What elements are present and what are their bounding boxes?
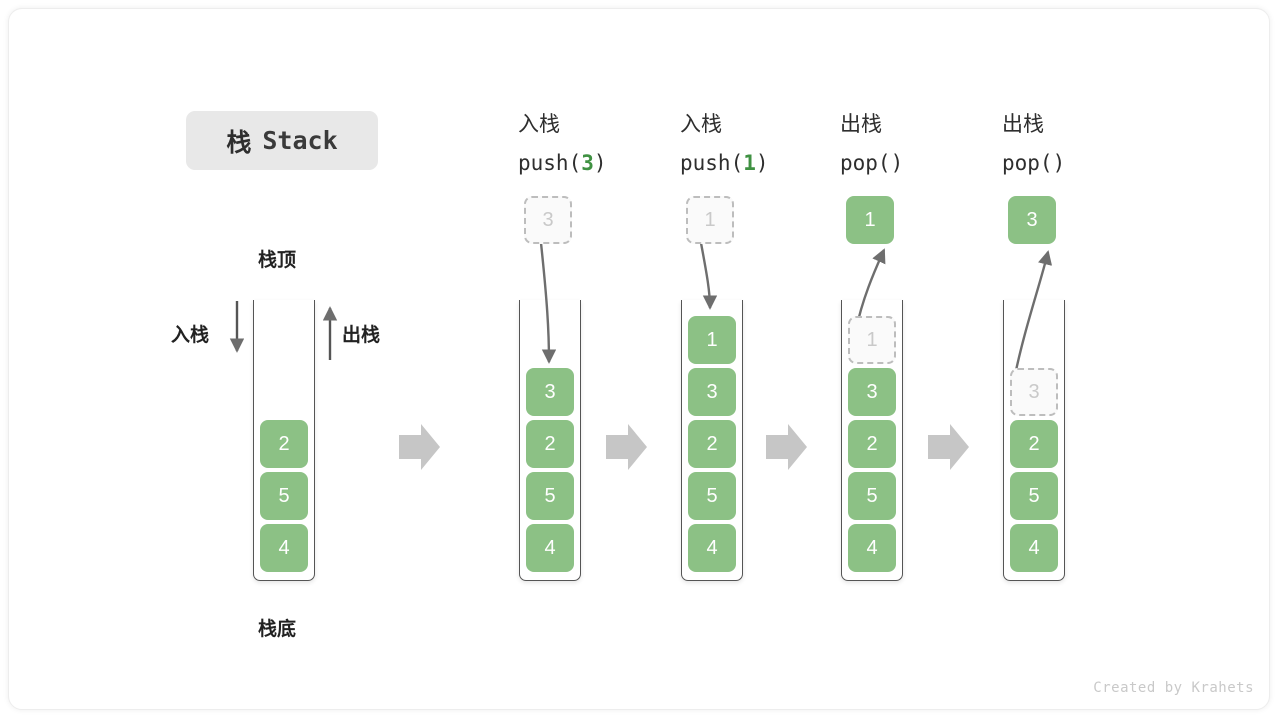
stack-title-cjk: 栈	[226, 128, 253, 157]
stack-container-push-1	[681, 300, 743, 581]
code-suffix: )	[1052, 151, 1066, 175]
code-suffix: )	[593, 151, 607, 175]
code-suffix: )	[890, 151, 904, 175]
column-header-push-1: 入栈 push(1)	[680, 106, 769, 182]
code-prefix: pop(	[840, 151, 891, 175]
stack-cell: 4	[1010, 524, 1058, 572]
incoming-element-ghost: 1	[686, 196, 734, 244]
code-prefix: push(	[680, 151, 744, 175]
column-header-push-3: 入栈 push(3)	[518, 106, 607, 182]
column-operation-code: push(1)	[680, 144, 769, 182]
stack-title-chip: 栈 Stack	[186, 111, 378, 170]
stack-cell: 5	[526, 472, 574, 520]
stack-cell: 2	[1010, 420, 1058, 468]
column-operation-code: pop()	[840, 144, 903, 182]
stack-cell: 4	[848, 524, 896, 572]
code-suffix: )	[755, 151, 769, 175]
column-operation-cjk: 入栈	[680, 113, 722, 136]
stack-cell: 4	[688, 524, 736, 572]
code-prefix: pop(	[1002, 151, 1053, 175]
stack-bottom-label: 栈底	[258, 619, 297, 640]
stack-cell: 3	[526, 368, 574, 416]
column-operation-cjk: 出栈	[840, 113, 882, 136]
incoming-element-ghost: 3	[524, 196, 572, 244]
stack-container-pop-1	[841, 300, 903, 581]
stack-title-latin: Stack	[262, 126, 338, 155]
popped-element: 3	[1008, 196, 1056, 244]
code-argument: 3	[581, 151, 594, 175]
code-prefix: push(	[518, 151, 582, 175]
stack-cell: 2	[260, 420, 308, 468]
stack-cell: 5	[688, 472, 736, 520]
column-header-pop-3: 出栈 pop()	[1002, 106, 1065, 182]
stack-top-label: 栈顶	[258, 250, 297, 271]
stack-cell-ghost: 1	[848, 316, 896, 364]
stack-cell: 5	[260, 472, 308, 520]
stack-cell: 4	[260, 524, 308, 572]
stack-container-pop-3	[1003, 300, 1065, 581]
stack-container-initial	[253, 300, 315, 581]
code-argument: 1	[743, 151, 756, 175]
stack-cell: 5	[1010, 472, 1058, 520]
stack-cell: 2	[526, 420, 574, 468]
credit-text: Created by Krahets	[1093, 680, 1254, 696]
stack-cell: 3	[848, 368, 896, 416]
popped-element: 1	[846, 196, 894, 244]
column-operation-cjk: 出栈	[1002, 113, 1044, 136]
stack-cell: 4	[526, 524, 574, 572]
stack-cell-ghost: 3	[1010, 368, 1058, 416]
stack-cell: 1	[688, 316, 736, 364]
push-direction-label: 入栈	[171, 325, 210, 346]
stack-cell: 2	[848, 420, 896, 468]
stack-cell: 3	[688, 368, 736, 416]
stack-cell: 5	[848, 472, 896, 520]
column-operation-cjk: 入栈	[518, 113, 560, 136]
column-operation-code: push(3)	[518, 144, 607, 182]
stack-container-push-3	[519, 300, 581, 581]
pop-direction-label: 出栈	[342, 325, 381, 346]
stack-cell: 2	[688, 420, 736, 468]
column-operation-code: pop()	[1002, 144, 1065, 182]
column-header-pop-1: 出栈 pop()	[840, 106, 903, 182]
